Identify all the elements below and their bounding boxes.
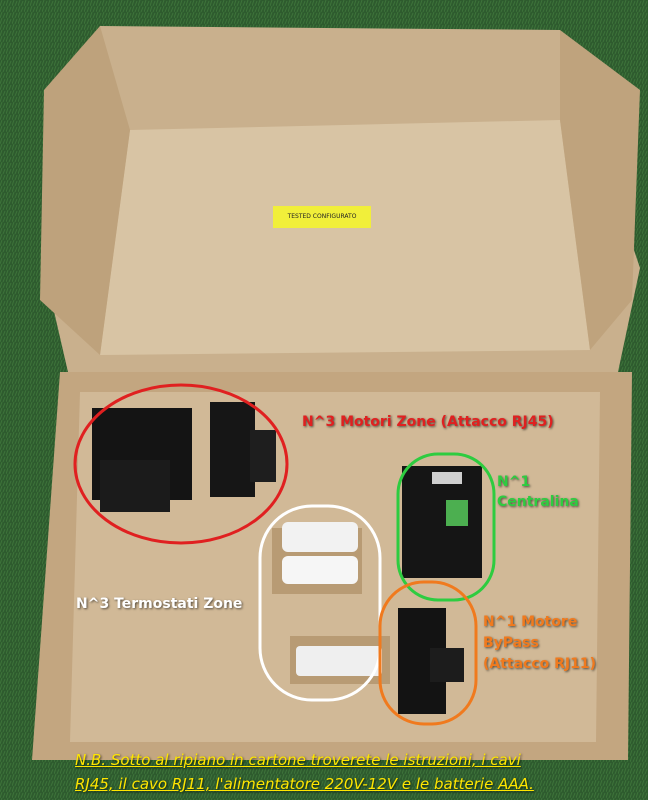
- centralina-outline: [396, 452, 496, 602]
- label-bypass: N^1 Motore ByPass (Attacco RJ11): [483, 612, 596, 675]
- lid-flap-left: [40, 26, 130, 355]
- footnote: N.B. Sotto al ripiano in cartone trovere…: [75, 748, 635, 796]
- lid-flap-right: [560, 30, 640, 350]
- lid-inner-panel: [100, 120, 590, 355]
- motors-outline: [73, 383, 289, 545]
- bypass-motor: [398, 608, 464, 714]
- thermostat-group: [282, 522, 382, 676]
- label-centralina-line1: N^1: [497, 474, 531, 490]
- label-bypass-line2: ByPass: [483, 635, 539, 651]
- label-motors: N^3 Motori Zone (Attacco RJ45): [302, 414, 554, 430]
- label-centralina-line2: Centralina: [497, 494, 579, 510]
- label-termostati: N^3 Termostati Zone: [76, 596, 243, 612]
- tested-sticker: TESTED CONFIGURATO: [273, 206, 371, 228]
- termostati-outline: [258, 504, 382, 702]
- label-bypass-line3: (Attacco RJ11): [483, 656, 597, 672]
- bypass-outline: [378, 580, 478, 726]
- control-unit: [402, 466, 482, 578]
- label-centralina: N^1 Centralina: [497, 472, 579, 512]
- footnote-line1: N.B. Sotto al ripiano in cartone trovere…: [75, 751, 521, 769]
- footnote-line2: RJ45, il cavo RJ11, l'alimentatore 220V-…: [75, 775, 534, 793]
- zone-motor-group: [92, 402, 276, 512]
- label-bypass-line1: N^1 Motore: [483, 614, 578, 630]
